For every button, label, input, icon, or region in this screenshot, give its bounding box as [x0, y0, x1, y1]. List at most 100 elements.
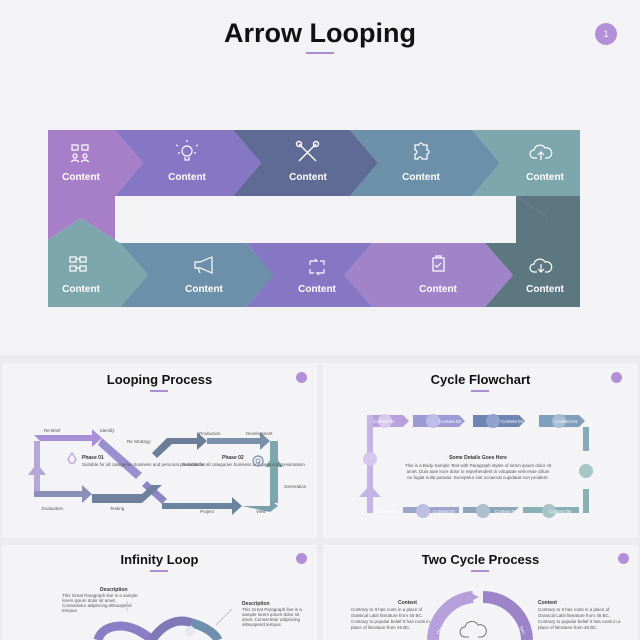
cloud-download-icon	[529, 258, 553, 273]
infinity-right-title: Description	[242, 601, 270, 607]
arrow-step-2-label: Content	[168, 172, 206, 183]
gear-icon	[252, 455, 264, 467]
ring-label-left: One	[436, 625, 445, 635]
two-cycle-right-text-4: place of literature from 45 BC.	[538, 625, 598, 630]
two-cycle-left-text-3: Contrary to popular belief It has roots …	[351, 619, 434, 624]
infinity-right-text-1: This Great Paragraph line is a	[242, 607, 302, 612]
cloud-upload-icon	[529, 144, 553, 160]
arrow-step-6-label: Content	[526, 284, 564, 295]
two-cycle-right-title: Content	[538, 600, 557, 606]
cycle-center-text-1: This is a Body Sample Text with Paragrap…	[405, 463, 552, 468]
loop-label-2: Identify	[100, 428, 115, 433]
arrow-step-9: Content	[120, 243, 274, 307]
arrow-step-10: Content	[48, 218, 148, 307]
cycle-label-1: Content 01	[373, 419, 396, 424]
thumb-page-badge	[618, 553, 629, 564]
two-cycle-diagram: Content Contrary to It has roots in a pl…	[351, 591, 621, 640]
loop-label-6: Evaluation	[42, 506, 64, 511]
two-cycle-left-text-2: classical Latin literature from 45 BC.	[351, 613, 423, 618]
phase-2-title: Phase 02	[222, 455, 244, 461]
team-hierarchy-icon	[70, 144, 90, 163]
arrow-step-7: Content	[344, 243, 513, 307]
loop-label-4: Production	[199, 431, 221, 436]
cycle-label-7: Content 07	[433, 509, 456, 514]
thumb-title: Cycle Flowchart	[430, 372, 531, 387]
loop-label-7: Testing	[110, 506, 125, 511]
thumb-page-badge	[611, 372, 622, 383]
arrow-step-4: Content	[350, 130, 500, 196]
thumb-title: Looping Process	[106, 372, 213, 387]
checklist-icon	[432, 255, 445, 272]
cloud-icon	[459, 620, 487, 638]
arrow-step-1: Content	[48, 130, 143, 240]
cycle-label-3: Content 03	[501, 419, 524, 424]
arrow-step-7-label: Content	[419, 284, 457, 295]
loop-label-8: Project	[200, 509, 215, 514]
two-cycle-right-text-2: classical Latin literature from 45 BC.	[538, 613, 610, 618]
cycle-label-8: Content 08	[375, 509, 398, 514]
cycle-center-text-3: eu fugiat nulla pariatur. Excepteur sint…	[407, 475, 549, 480]
ring-label-right: Two	[518, 625, 527, 635]
infinity-left-text-4: tempus	[62, 608, 78, 613]
thumb-title: Infinity Loop	[120, 552, 199, 567]
thumb-underline	[150, 570, 168, 572]
flowchart-icon	[69, 256, 87, 272]
two-cycle-left-text-4: place of literature from 45 BC.	[351, 625, 411, 630]
thumb-page-badge	[296, 372, 307, 383]
thumb-underline	[471, 390, 489, 392]
arrow-step-9-label: Content	[185, 284, 223, 295]
tools-icon	[295, 140, 320, 162]
infinity-loop-diagram: Description This Great Paragraph line is…	[62, 587, 302, 640]
thumb-title: Two Cycle Process	[421, 552, 540, 567]
arrow-step-4-label: Content	[402, 172, 440, 183]
cycle-label-4: Content 04	[555, 419, 578, 424]
two-cycle-right-text-1: Contrary to It has roots in a place of	[538, 607, 610, 612]
arrow-step-3: Content	[233, 130, 378, 196]
two-cycle-right-text-3: Contrary to popular belief It has roots …	[538, 619, 621, 624]
arrow-step-5-label: Content	[526, 172, 564, 183]
loop-label-3: Re Strategy	[127, 439, 152, 444]
loop-label-9: View	[256, 509, 266, 514]
two-cycle-left-title: Content	[398, 600, 417, 606]
arrow-step-10-label: Content	[62, 284, 100, 295]
thumb-underline	[471, 570, 489, 572]
thumbnail-looping-process[interactable]: Looping Process Re Brief Identify Re Str…	[2, 363, 317, 538]
infinity-left-text-1: This Great Paragraph line is a sample	[62, 593, 138, 598]
lightbulb-icon	[175, 140, 199, 161]
rocket-icon	[67, 452, 77, 464]
loop-label-1: Re Brief	[44, 428, 61, 433]
infinity-right-text-4: elitsuspend tempus	[242, 622, 282, 627]
infinity-right-text-3: amet. Consectetur adipiscing	[242, 617, 301, 622]
two-cycle-left-text-1: Contrary to It has roots in a place of	[351, 607, 423, 612]
cycle-label-5: Content 05	[549, 509, 572, 514]
thumbnail-two-cycle-process[interactable]: Two Cycle Process Content Contrary to It…	[323, 545, 638, 640]
thumb-underline	[150, 390, 168, 392]
main-slide: Arrow Looping 1 Content Conte	[48, 18, 617, 307]
thumb-page-badge	[296, 553, 307, 564]
loop-label-10: Generation	[284, 484, 307, 489]
infinity-left-text-3: Consectetur adipiscing elitsuspend	[62, 603, 132, 608]
infinity-left-text-2: lorem ipsum dolor sit amet.	[62, 598, 116, 603]
loop-label-5: Development	[246, 431, 273, 436]
cycle-label-6: Content 06	[495, 509, 518, 514]
arrow-step-8: Content	[246, 243, 372, 307]
arrow-step-1-label: Content	[62, 172, 100, 183]
arrow-step-3-label: Content	[289, 172, 327, 183]
arrow-loop-diagram: Content Content Content	[48, 130, 580, 307]
page-number-badge: 1	[595, 23, 617, 45]
main-slide-title: Arrow Looping	[224, 18, 416, 48]
thumbnail-infinity-loop[interactable]: Infinity Loop Description This Great Par…	[2, 545, 317, 640]
thumbnail-cycle-flowchart[interactable]: Cycle Flowchart Content 01 Conten	[323, 363, 638, 538]
infinity-left-title: Description	[100, 587, 128, 593]
cycle-label-2: Content 02	[439, 419, 462, 424]
arrow-step-5: Content	[472, 130, 580, 196]
phase-1-text: Suitable for all categories business and…	[82, 462, 205, 467]
cycle-center-title: Some Details Goes Here	[449, 455, 507, 461]
arrow-step-6: Content	[485, 196, 580, 307]
cycle-center-text-2: amet. Duis aute irure dolor in reprehend…	[407, 469, 550, 474]
puzzle-icon	[414, 142, 430, 160]
phase-2-text: Suitable for all categories business and…	[182, 462, 305, 467]
title-underline	[306, 52, 334, 54]
infinity-right-text-2: sample lorem ipsum dolor sit	[242, 612, 300, 617]
